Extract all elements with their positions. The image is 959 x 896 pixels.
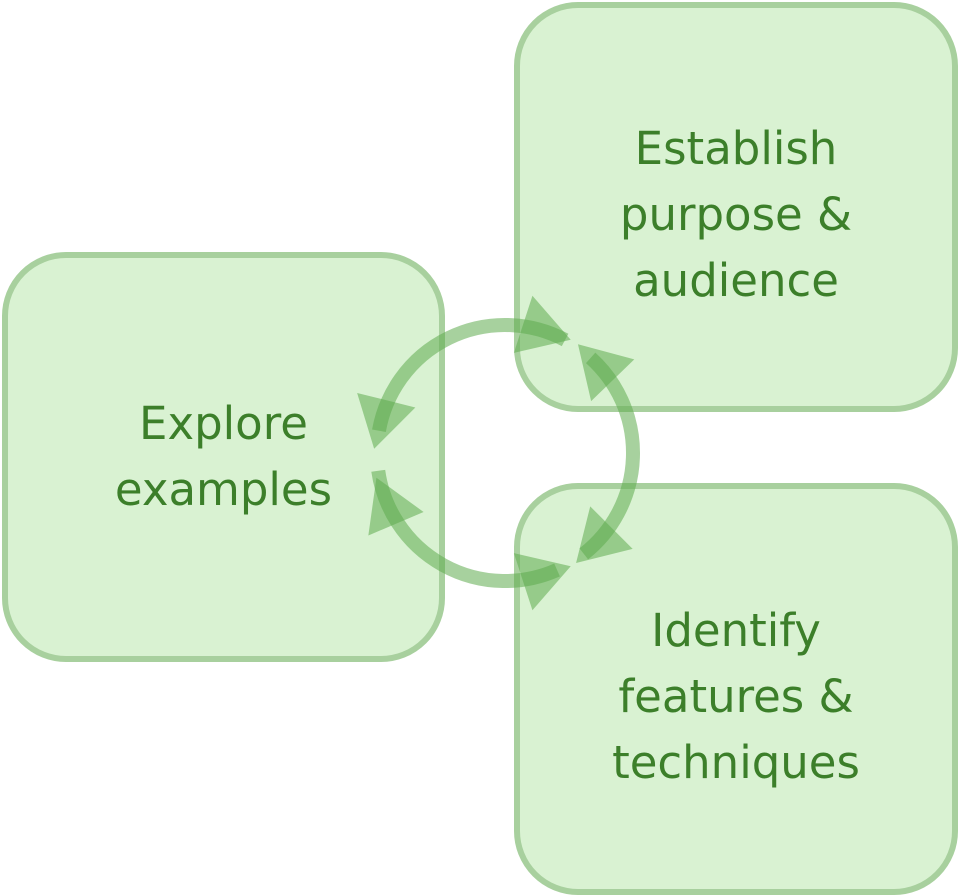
- node-label: Establish purpose & audience: [620, 116, 852, 314]
- label-line: techniques: [612, 736, 860, 789]
- node-label: Identify features & techniques: [612, 598, 860, 796]
- label-line: Identify: [651, 604, 821, 657]
- node-establish-purpose-audience: Establish purpose & audience: [514, 2, 958, 412]
- node-label: Explore examples: [115, 391, 332, 523]
- label-line: features &: [618, 670, 854, 723]
- label-line: Establish: [634, 122, 838, 175]
- label-line: Explore: [139, 397, 308, 450]
- node-identify-features-techniques: Identify features & techniques: [514, 483, 958, 895]
- label-line: purpose &: [619, 188, 853, 241]
- label-line: examples: [114, 463, 333, 516]
- node-explore-examples: Explore examples: [2, 252, 445, 662]
- label-line: audience: [633, 254, 839, 307]
